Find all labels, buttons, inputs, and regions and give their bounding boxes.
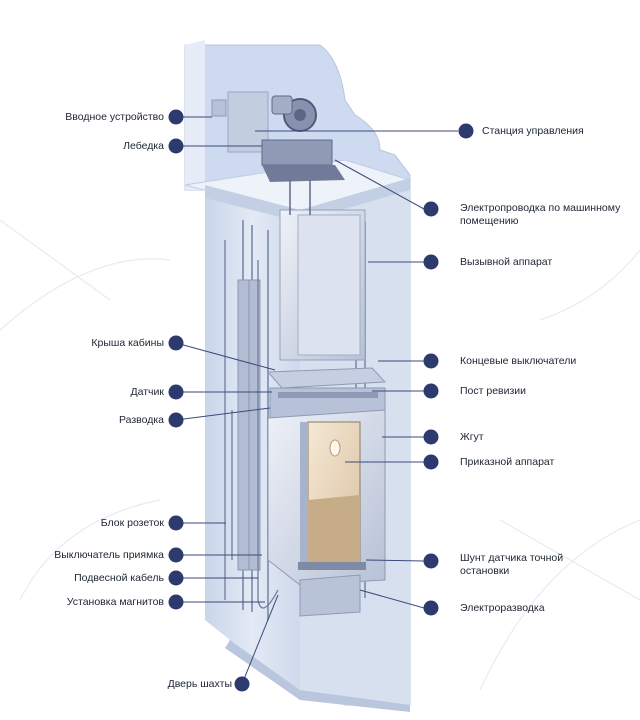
label-zhgut: Жгут <box>460 431 484 443</box>
label-blok-rozetok: Блок розеток <box>100 517 164 529</box>
label-post-revizii: Пост ревизии <box>460 385 527 397</box>
label-ustanovka-magnitov: Установка магнитов <box>66 596 164 608</box>
label-shunt-line2: остановки <box>460 565 510 577</box>
counterweight <box>237 279 261 571</box>
label-elektrorazvodka: Электроразводка <box>460 602 545 614</box>
label-vyklyuchatel-priyamka: Выключатель приямка <box>54 549 164 561</box>
label-vvodnoe-ustroistvo: Вводное устройство <box>65 111 164 123</box>
label-podvesnoi-kabel: Подвесной кабель <box>74 572 164 584</box>
marker-dots <box>168 109 474 692</box>
elevator-cabin <box>266 367 387 617</box>
background-decoration <box>0 219 640 691</box>
label-krysha-kabiny: Крыша кабины <box>91 337 164 349</box>
label-razvodka: Разводка <box>118 414 164 426</box>
label-elektroprovodka-line1: Электропроводка по машинному <box>460 202 621 214</box>
label-stanciya-upravleniya: Станция управления <box>482 125 584 137</box>
label-vyzyvnoi-apparat: Вызывной аппарат <box>460 256 553 268</box>
label-shunt-line1: Шунт датчика точной <box>460 552 564 564</box>
label-prikaznoi-apparat: Приказной аппарат <box>460 456 555 468</box>
label-elektroprovodka-line2: помещению <box>460 215 519 227</box>
label-dver-shakhty: Дверь шахты <box>167 678 232 690</box>
label-koncevye-vyklyuchateli: Концевые выключатели <box>460 355 577 367</box>
upper-shaft-door <box>279 209 366 361</box>
traveling-cable <box>224 240 279 609</box>
label-datchik: Датчик <box>130 386 164 398</box>
label-lebedka: Лебедка <box>123 140 164 152</box>
leader-lines <box>175 116 458 685</box>
